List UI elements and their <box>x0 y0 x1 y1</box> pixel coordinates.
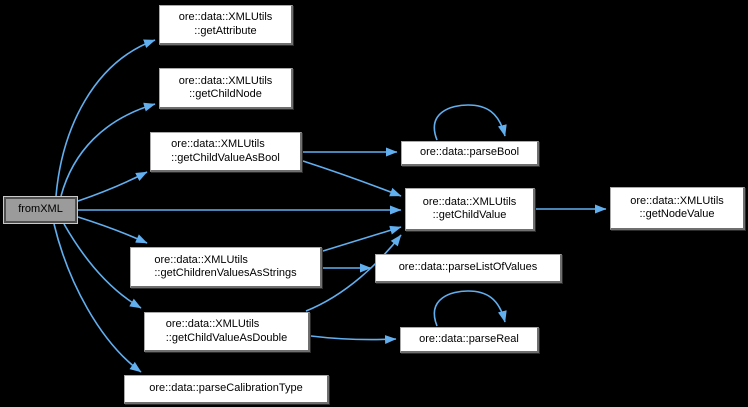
edge-parseReal-self-loop <box>433 290 507 327</box>
node-parse-calibration-type[interactable]: ore::data::parseCalibrationType <box>124 375 329 404</box>
edge-getChildValueAsDouble-parseReal <box>310 335 397 344</box>
node-parse-bool[interactable]: ore::data::parseBool <box>401 141 539 166</box>
node-text: ::getNodeValue <box>639 208 715 220</box>
node-get-node-value[interactable]: ore::data::XMLUtils ::getNodeValue <box>610 187 745 230</box>
node-text: ::getAttribute <box>194 24 257 37</box>
node-text: ore::data::parseBool <box>419 146 520 159</box>
edge-parseBool-self-loop <box>433 104 507 141</box>
node-text: ore::data::XMLUtils <box>422 195 517 208</box>
node-get-children-values-as-strings-label: ore::data::XMLUtils ::getChildrenValuesA… <box>154 254 296 281</box>
node-text: ore::data::XMLUtils <box>630 194 724 207</box>
node-text: ore::data::parseCalibrationType <box>149 382 303 395</box>
node-get-child-value-as-double[interactable]: ore::data::XMLUtils ::getChildValueAsDou… <box>144 312 310 352</box>
node-parse-real-label: ore::data::parseReal <box>419 333 519 347</box>
node-text: ::getChildNode <box>189 88 262 100</box>
edge-fromXML-parseCalibrationType <box>53 223 142 373</box>
node-text: ore::data::XMLUtils <box>165 318 260 330</box>
node-get-child-node[interactable]: ore::data::XMLUtils ::getChildNode <box>159 68 293 109</box>
edge-fromXML-getAttribute <box>55 39 156 197</box>
node-from-xml-label: fromXML <box>18 203 63 217</box>
node-get-attribute[interactable]: ore::data::XMLUtils ::getAttribute <box>159 5 293 45</box>
node-text: ::getChildValueAsBool <box>171 151 280 164</box>
node-get-child-value-as-bool-label: ore::data::XMLUtils ::getChildValueAsBoo… <box>171 138 280 165</box>
edge-fromXML-getChildValueAsDouble <box>63 223 142 309</box>
node-text: fromXML <box>18 203 63 216</box>
node-get-attribute-label: ore::data::XMLUtils ::getAttribute <box>179 11 273 38</box>
node-text: ore::data::parseReal <box>419 332 519 345</box>
node-parse-list-of-values-label: ore::data::parseListOfValues <box>399 261 538 275</box>
node-parse-list-of-values[interactable]: ore::data::parseListOfValues <box>375 254 562 283</box>
node-text: ore::data::parseListOfValues <box>398 261 538 274</box>
node-get-child-value[interactable]: ore::data::XMLUtils ::getChildValue <box>405 188 535 231</box>
node-get-child-value-as-double-label: ore::data::XMLUtils ::getChildValueAsDou… <box>166 318 287 345</box>
node-text: ::getChildValueAsDouble <box>165 331 288 344</box>
node-text: ore::data::XMLUtils <box>154 253 248 266</box>
node-get-child-value-label: ore::data::XMLUtils ::getChildValue <box>423 196 517 223</box>
node-text: ore::data::XMLUtils <box>178 11 273 23</box>
node-text: ore::data::XMLUtils <box>178 74 273 87</box>
edge-fromXML-getChildNode <box>60 102 156 197</box>
node-text: ore::data::XMLUtils <box>171 138 265 150</box>
node-get-child-value-as-bool[interactable]: ore::data::XMLUtils ::getChildValueAsBoo… <box>150 132 302 172</box>
node-get-node-value-label: ore::data::XMLUtils ::getNodeValue <box>630 195 724 222</box>
edge-getChildValueAsDouble-getChildValue <box>305 234 402 312</box>
node-text: ::getChildValue <box>432 209 507 221</box>
edge-getChildValueAsBool-getChildValue <box>302 160 402 197</box>
node-parse-calibration-type-label: ore::data::parseCalibrationType <box>149 382 302 396</box>
node-parse-bool-label: ore::data::parseBool <box>420 146 519 160</box>
node-text: ::getChildrenValuesAsStrings <box>154 267 297 279</box>
edge-fromXML-getChildValueAsBool <box>77 171 148 202</box>
node-from-xml: fromXML <box>4 197 77 223</box>
node-get-child-node-label: ore::data::XMLUtils ::getChildNode <box>179 75 273 102</box>
edge-fromXML-getChildrenValuesAsStrings <box>77 216 148 244</box>
node-parse-real[interactable]: ore::data::parseReal <box>400 327 539 353</box>
node-get-children-values-as-strings[interactable]: ore::data::XMLUtils ::getChildrenValuesA… <box>130 247 322 288</box>
edge-getChildrenValuesAsStrings-getChildValue <box>322 225 402 252</box>
